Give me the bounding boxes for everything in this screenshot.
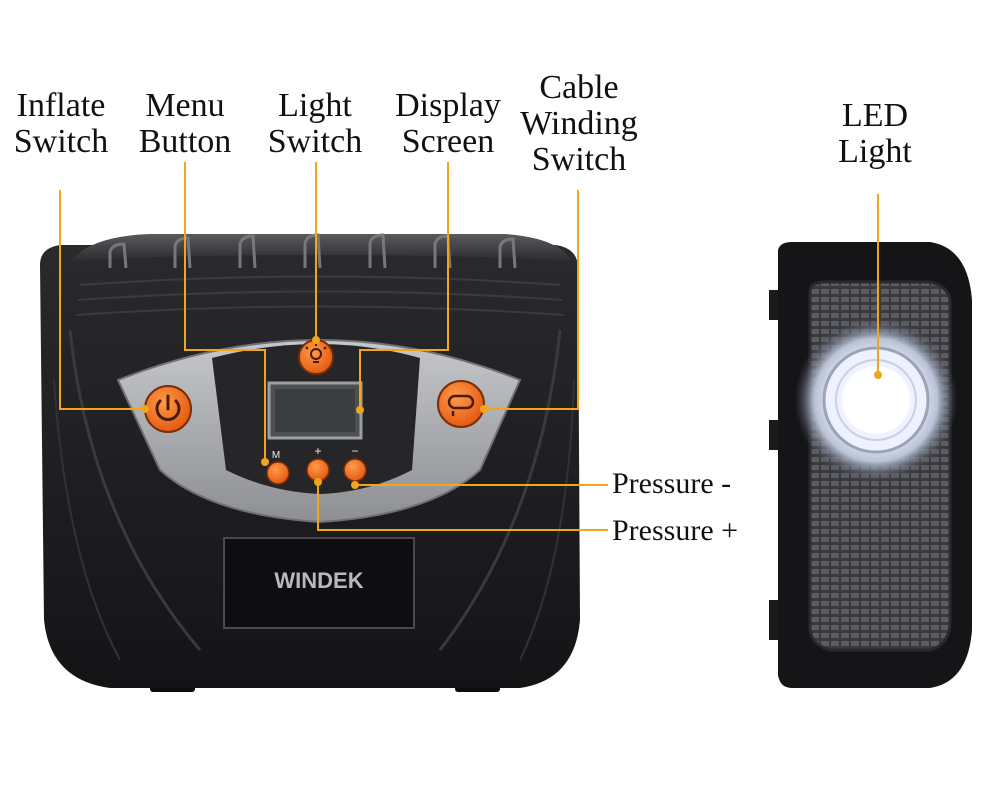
led-light xyxy=(794,318,958,482)
label-cable-winding-switch: Cable Winding Switch xyxy=(520,69,638,178)
leader-lines xyxy=(59,162,879,531)
label-led-light: LED Light xyxy=(838,97,912,170)
leader-endpoints xyxy=(141,336,882,489)
label-inflate-switch: Inflate Switch xyxy=(13,87,109,160)
button-m-label: M xyxy=(272,450,280,461)
brand-plate xyxy=(223,537,415,629)
label-display-screen: Display Screen xyxy=(395,87,501,160)
label-pressure-minus: Pressure - xyxy=(612,467,732,500)
inflate-switch-button[interactable] xyxy=(144,385,192,433)
leader-cable-winding-switch xyxy=(484,190,579,410)
leader-menu-button xyxy=(184,162,266,462)
pressure-minus-button[interactable] xyxy=(343,458,367,482)
leader-display-screen xyxy=(359,162,449,410)
pressure-plus-button[interactable] xyxy=(306,458,330,482)
leader-inflate-switch xyxy=(59,190,145,410)
leader-pressure-plus xyxy=(317,482,608,531)
power-icon xyxy=(155,394,181,421)
menu-button[interactable] xyxy=(266,461,290,485)
button-minus-label: − xyxy=(351,444,358,458)
cable-icon xyxy=(447,394,475,416)
label-light-switch: Light Switch xyxy=(267,87,363,160)
label-menu-button: Menu Button xyxy=(138,87,232,160)
light-switch-button[interactable] xyxy=(298,339,334,375)
button-plus-label: + xyxy=(314,444,321,458)
label-pressure-plus: Pressure + xyxy=(612,514,739,547)
cable-winding-switch-button[interactable] xyxy=(437,380,485,428)
brand-logo: WINDEK xyxy=(274,568,363,593)
